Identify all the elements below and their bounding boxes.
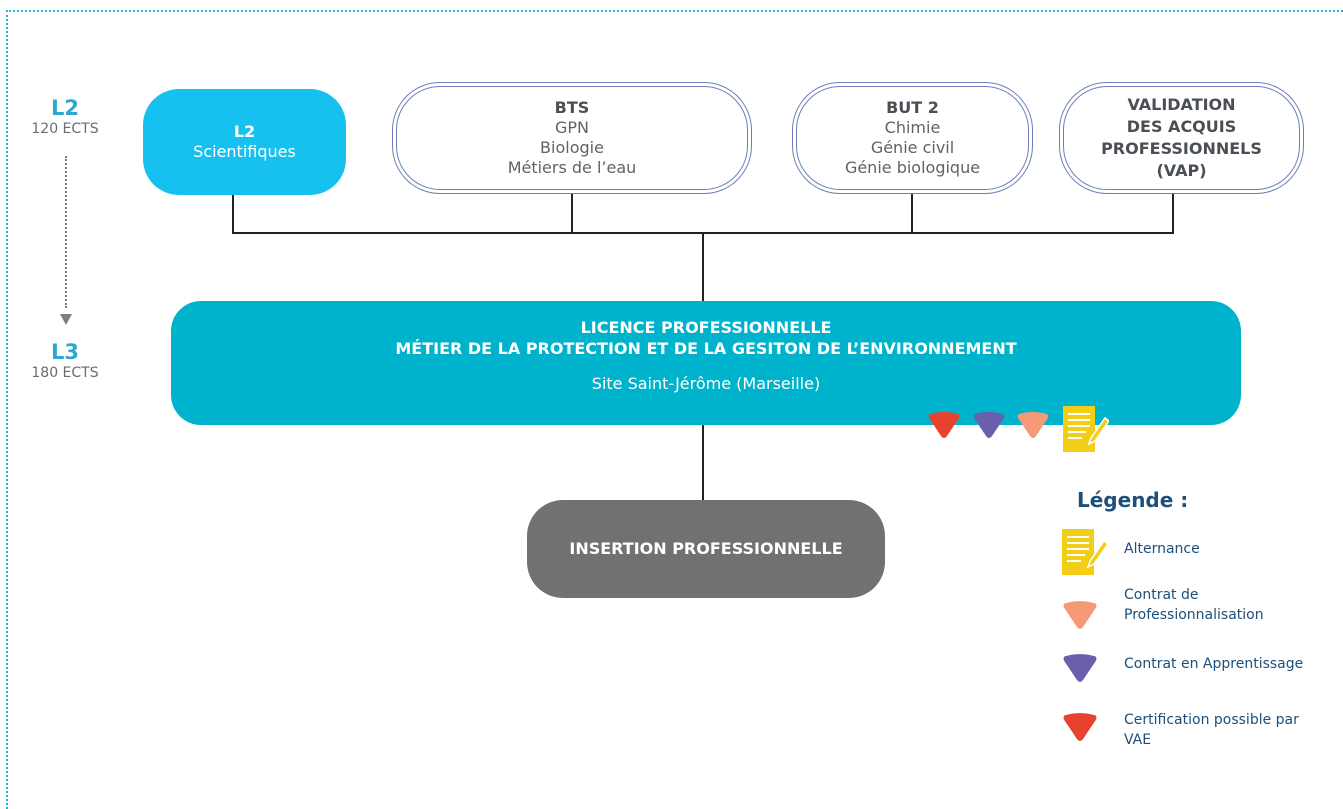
insertion-title: INSERTION PROFESSIONNELLE <box>569 539 843 558</box>
purple-triangle-icon <box>1060 653 1100 683</box>
level-l3: L3 180 ECTS <box>10 340 120 382</box>
red-triangle-icon <box>926 411 962 439</box>
dotted-frame-top <box>6 10 1343 12</box>
document-pencil-icon <box>1061 404 1109 454</box>
box-title: (VAP) <box>1156 161 1207 180</box>
licence-site: Site Saint-Jérôme (Marseille) <box>591 374 821 393</box>
entry-box-bts: BTS GPN Biologie Métiers de l’eau <box>396 86 748 190</box>
box-title: PROFESSIONNELS <box>1101 139 1262 158</box>
box-line: Chimie <box>884 118 941 137</box>
level-arrow-head-icon <box>60 314 72 325</box>
level-ects: 120 ECTS <box>31 121 99 137</box>
legend-label: Alternance <box>1124 541 1200 557</box>
connector-line <box>702 233 704 301</box>
purple-triangle-icon <box>971 411 1007 439</box>
box-line: Génie biologique <box>844 158 981 177</box>
box-title: DES ACQUIS <box>1126 117 1237 136</box>
box-line: Biologie <box>540 138 604 157</box>
box-title: BUT 2 <box>886 98 939 117</box>
connector-line <box>1172 194 1174 233</box>
legend-label-text: Contrat de Professionnalisation <box>1124 587 1264 623</box>
legend-label-text: Certification possible par VAE <box>1124 712 1299 748</box>
legend-label: Contrat de Professionnalisation <box>1124 585 1343 625</box>
legend-label: Contrat en Apprentissage <box>1124 656 1304 672</box>
box-title: VALIDATION <box>1127 95 1236 114</box>
licence-title-line1: LICENCE PROFESSIONNELLE <box>580 318 832 337</box>
box-title: BTS <box>554 98 590 117</box>
orange-triangle-icon <box>1060 600 1100 630</box>
box-line: GPN <box>554 118 589 137</box>
level-code: L2 <box>51 96 79 120</box>
level-ects: 180 ECTS <box>31 365 99 381</box>
entry-box-l2: L2 Scientifiques <box>143 89 346 195</box>
licence-title-line2: MÉTIER DE LA PROTECTION ET DE LA GESITON… <box>395 339 1017 358</box>
connector-line <box>911 194 913 233</box>
document-pencil-icon <box>1060 527 1110 577</box>
connector-line <box>232 195 234 233</box>
box-line: Scientifiques <box>193 142 296 161</box>
orange-triangle-icon <box>1015 411 1051 439</box>
level-code: L3 <box>51 340 79 364</box>
level-arrow-line <box>65 156 67 308</box>
box-line: Métiers de l’eau <box>507 158 637 177</box>
box-title: L2 <box>233 122 256 141</box>
entry-box-but: BUT 2 Chimie Génie civil Génie biologiqu… <box>796 86 1029 190</box>
connector-line <box>702 425 704 500</box>
red-triangle-icon <box>1060 712 1100 742</box>
connector-line <box>571 194 573 233</box>
licence-pro-box: LICENCE PROFESSIONNELLE MÉTIER DE LA PRO… <box>171 301 1241 425</box>
box-line: Génie civil <box>870 138 955 157</box>
legend-label: Certification possible par VAE <box>1124 710 1343 750</box>
entry-box-vap: VALIDATION DES ACQUIS PROFESSIONNELS (VA… <box>1063 86 1300 190</box>
level-l2: L2 120 ECTS <box>10 96 120 138</box>
legend-title: Légende : <box>1077 488 1189 512</box>
dotted-frame-left <box>6 10 8 809</box>
insertion-pro-box: INSERTION PROFESSIONNELLE <box>527 500 885 598</box>
